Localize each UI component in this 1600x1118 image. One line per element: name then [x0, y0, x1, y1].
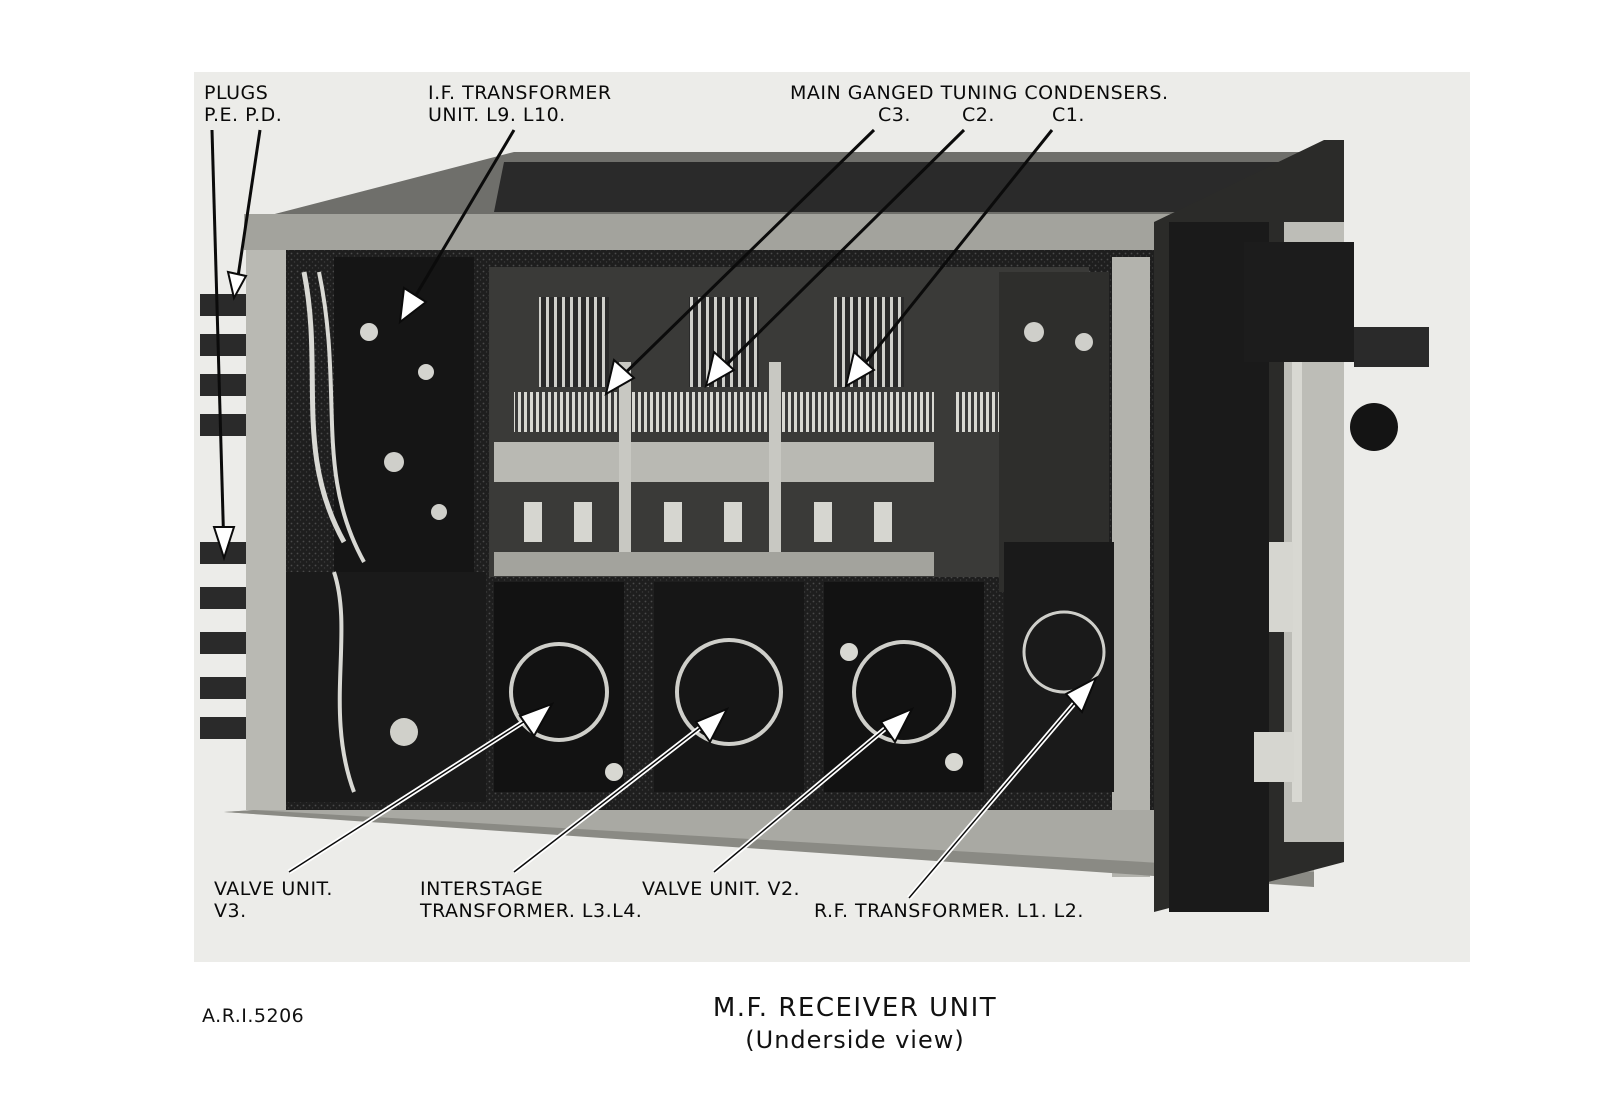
lower-pointer-arrows [518, 675, 1098, 744]
callout-rf-transformer: R.F. TRANSFORMER. L1. L2. [814, 900, 1084, 922]
tuning-knob [1244, 242, 1354, 362]
condenser-c3 [539, 297, 609, 387]
chassis-right-frame [1112, 257, 1150, 877]
callout-c3: C3. [878, 104, 911, 126]
figure-title: M.F. RECEIVER UNIT [712, 993, 998, 1023]
callout-valve-v2: VALVE UNIT. V2. [642, 878, 801, 900]
receiver-illustration [194, 72, 1470, 962]
receiver-photograph [194, 72, 1470, 962]
callout-if-transformer: I.F. TRANSFORMER UNIT. L9. L10. [428, 82, 612, 126]
callout-plugs-line1: PLUGS [204, 82, 269, 104]
valve-unit-v3-housing [494, 582, 624, 792]
callout-tuning-condensers-title: MAIN GANGED TUNING CONDENSERS. [790, 82, 1169, 104]
callout-tuning-condensers: MAIN GANGED TUNING CONDENSERS. [790, 82, 1169, 104]
pointer-arrows [212, 270, 876, 562]
plug-strip [200, 294, 246, 739]
rf-transformer-housing [1004, 542, 1114, 792]
callout-plugs: PLUGS P.E. P.D. [204, 82, 282, 126]
callout-c1: C1. [1052, 104, 1085, 126]
callout-valve-v3: VALVE UNIT. V3. [214, 878, 333, 922]
callout-valve-v3-line1: VALVE UNIT. [214, 878, 333, 900]
control-knob [1350, 403, 1398, 451]
callout-valve-v3-line2: V3. [214, 900, 247, 922]
document-reference: A.R.I.5206 [202, 1005, 305, 1027]
callout-plugs-line2: P.E. P.D. [204, 104, 283, 126]
callout-interstage-line1: INTERSTAGE [420, 878, 544, 900]
leader-lines [210, 128, 1054, 553]
chassis-left-plate [246, 250, 286, 810]
condenser-base-rail [494, 442, 934, 482]
callout-if-transformer-line1: I.F. TRANSFORMER [428, 82, 612, 104]
callout-interstage-line2: TRANSFORMER. L3.L4. [420, 900, 643, 922]
callout-if-transformer-line2: UNIT. L9. L10. [428, 104, 566, 126]
callout-c2: C2. [962, 104, 995, 126]
figure-subtitle: (Underside view) [745, 1026, 965, 1054]
condenser-shaft [514, 392, 934, 432]
callout-interstage: INTERSTAGE TRANSFORMER. L3.L4. [420, 878, 642, 922]
